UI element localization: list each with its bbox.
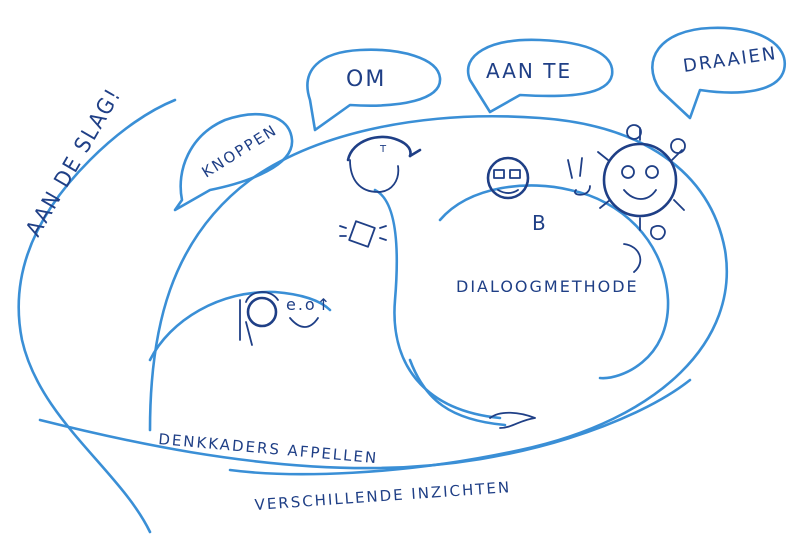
verschillende-text: VERSCHILLENDE INZICHTEN xyxy=(254,478,512,514)
sun-person xyxy=(567,124,686,273)
left-person: e.o↑ xyxy=(239,291,332,346)
aan-de-slag-text: AAN DE SLAG! xyxy=(22,84,127,241)
bubble-draaien xyxy=(651,26,787,120)
dialoogmethode-text: DIALOOGMETHODE xyxy=(456,277,639,296)
pointing-hand xyxy=(489,411,536,429)
b-person xyxy=(486,156,530,200)
lower-swoosh xyxy=(38,378,692,470)
figure-slope-inner xyxy=(408,358,507,427)
om-text: OM xyxy=(346,67,386,92)
knoppen-text: KNOPPEN xyxy=(199,121,281,182)
bubble-knoppen xyxy=(173,113,294,212)
aan-te-text: AAN TE xyxy=(486,59,572,83)
figure-slope xyxy=(373,188,502,420)
thought-text: e.o↑ xyxy=(286,295,332,314)
chip-icon xyxy=(339,220,387,248)
outer-arc xyxy=(17,98,177,534)
bubble-aan-te xyxy=(466,38,614,114)
bubble-om xyxy=(306,48,442,132)
svg-text:T: T xyxy=(379,144,388,155)
cap-person: T xyxy=(346,135,422,193)
b-label: B xyxy=(532,211,548,235)
right-dome xyxy=(438,184,670,380)
draaien-text: DRAAIEN xyxy=(682,43,779,77)
